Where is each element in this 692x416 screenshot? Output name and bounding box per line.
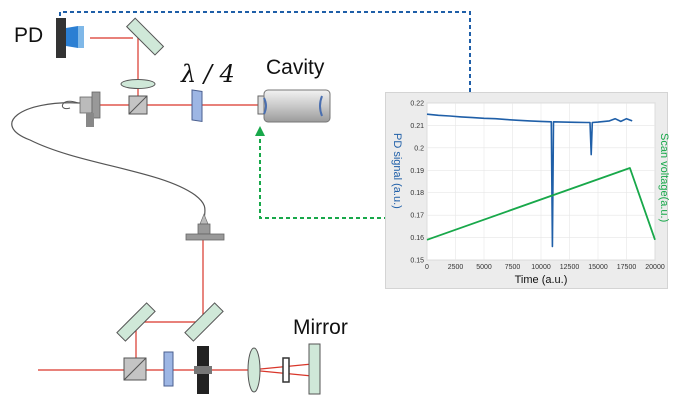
x-tick-label: 12500 <box>560 264 580 271</box>
cavity-label: Cavity <box>266 56 325 79</box>
fiber-coupler-bottom <box>185 213 225 241</box>
y-tick-label: 0.18 <box>410 190 424 197</box>
x-tick-label: 20000 <box>645 264 665 271</box>
y-tick-label: 0.19 <box>410 168 424 175</box>
mirror-label: Mirror <box>293 316 348 339</box>
periscope-mirror-left <box>116 302 156 342</box>
laser-beam-paths <box>38 37 313 377</box>
y-right-axis-label: Scan voltage(a.u.) <box>658 133 669 222</box>
pd-signal-series-line <box>426 113 633 248</box>
x-tick-label: 10000 <box>531 264 551 271</box>
scan-voltage-series-line <box>426 167 656 241</box>
y-tick-label: 0.2 <box>414 145 424 152</box>
oscilloscope-plot: 0 2500 5000 7500 10000 12500 15000 17500 20000 0.… <box>385 92 669 289</box>
fiber-loop <box>62 100 79 110</box>
y-tick-label: 0.16 <box>410 235 424 242</box>
y-left-axis-label: PD signal (a.u.) <box>391 133 403 209</box>
y-tick-label: 0.15 <box>410 258 424 265</box>
modulator-block <box>194 346 212 394</box>
beam-splitter-top <box>128 95 148 115</box>
x-tick-label: 5000 <box>476 264 492 271</box>
quarter-wave-plate <box>191 89 203 122</box>
x-tick-label: 0 <box>425 264 429 271</box>
y-tick-label: 0.22 <box>410 101 424 108</box>
y-tick-label: 0.21 <box>410 123 424 130</box>
cavity-icon <box>257 89 331 123</box>
pd-signal-connector <box>59 11 475 121</box>
upper-mirror <box>125 17 165 56</box>
optical-fiber <box>11 102 206 221</box>
plot-canvas: 0 2500 5000 7500 10000 12500 15000 17500 20000 0.… <box>391 101 669 287</box>
fiber-coupler-top <box>79 91 101 127</box>
x-tick-label: 2500 <box>448 264 464 271</box>
bottom-lens <box>247 347 261 393</box>
pd-label: PD <box>14 24 44 47</box>
x-tick-label: 7500 <box>505 264 521 271</box>
beam-splitter-bottom <box>123 357 147 381</box>
aperture-icon <box>282 357 290 383</box>
x-tick-label: 15000 <box>588 264 608 271</box>
periscope-mirror-right <box>184 302 224 342</box>
scan-voltage-arrowhead-up <box>255 126 265 136</box>
photodetector-icon <box>56 18 84 58</box>
x-axis-label: Time (a.u.) <box>515 274 568 286</box>
bottom-waveplate <box>163 351 174 387</box>
quarter-wave-label: λ / 4 <box>181 60 235 88</box>
y-tick-label: 0.17 <box>410 213 424 220</box>
pd-lens <box>120 79 156 89</box>
end-mirror <box>308 343 321 395</box>
x-tick-label: 17500 <box>617 264 637 271</box>
